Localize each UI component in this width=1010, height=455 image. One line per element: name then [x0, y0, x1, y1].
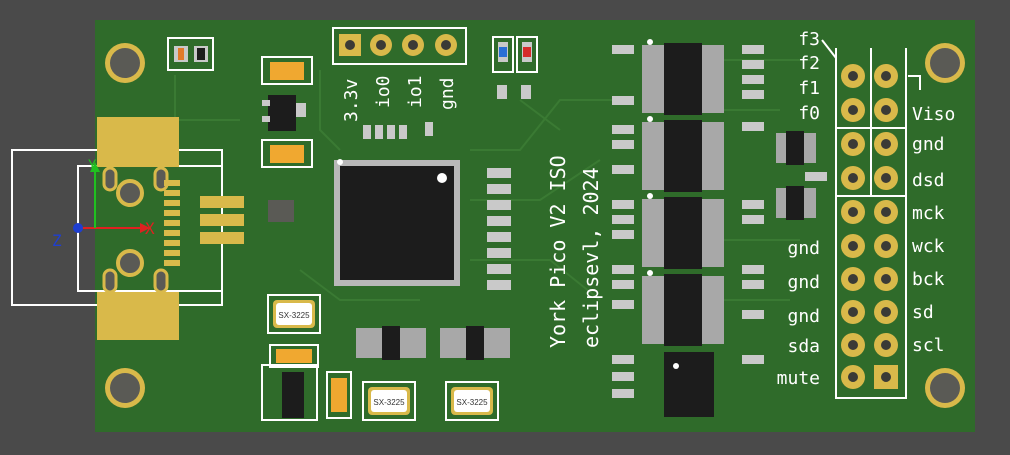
- mounting-holes: [105, 43, 965, 408]
- pin-label-left: gnd: [787, 306, 820, 327]
- pin-label-left: f2: [798, 53, 820, 74]
- status-leds: [492, 36, 538, 99]
- axis-z-label: Z: [52, 231, 62, 250]
- crystals: [267, 294, 499, 421]
- pin-label-right: scl: [912, 335, 945, 356]
- passives-column: [487, 45, 827, 398]
- pin-label-right: Viso: [912, 104, 955, 125]
- header-pin-label: io0: [373, 75, 394, 108]
- resistor-row: [363, 122, 433, 139]
- pin-label-left: mute: [777, 368, 820, 389]
- header-pin-label: gnd: [437, 77, 458, 110]
- isolator-ics: [642, 39, 724, 417]
- header-pin-label: io1: [405, 75, 426, 108]
- axis-x-label: X: [145, 219, 155, 238]
- pin-label-left: sda: [787, 336, 820, 357]
- io-pin-header: [821, 39, 921, 399]
- board-subtitle: eclipsevl, 2024: [579, 167, 603, 348]
- pin-label-left: f3: [798, 29, 820, 50]
- top-left-parts: [167, 37, 313, 222]
- pin-label-left: gnd: [787, 272, 820, 293]
- pin-label-right: dsd: [912, 170, 945, 191]
- header-connector: [332, 27, 467, 65]
- pin-label-right: wck: [912, 236, 945, 257]
- crystal-label: SX-3225: [373, 398, 405, 407]
- board-title: York Pico V2 ISO: [546, 155, 570, 348]
- pin-label-right: bck: [912, 269, 945, 290]
- crystal-label: SX-3225: [456, 398, 488, 407]
- small-transistors: [261, 131, 816, 421]
- crystal-label: SX-3225: [278, 311, 310, 320]
- pin-label-left: f0: [798, 103, 820, 124]
- copper-traces: [174, 59, 820, 301]
- pin-label-right: sd: [912, 302, 934, 323]
- pin-label-left: gnd: [787, 238, 820, 259]
- pin-label-right: mck: [912, 203, 945, 224]
- pin-label-left: f1: [798, 78, 820, 99]
- axis-y-label: Y: [88, 158, 97, 174]
- pin-label-right: gnd: [912, 134, 945, 155]
- main-mcu: [334, 159, 460, 286]
- axis-gizmo: X Y Z: [52, 158, 155, 250]
- header-pin-label: 3.3v: [341, 79, 362, 122]
